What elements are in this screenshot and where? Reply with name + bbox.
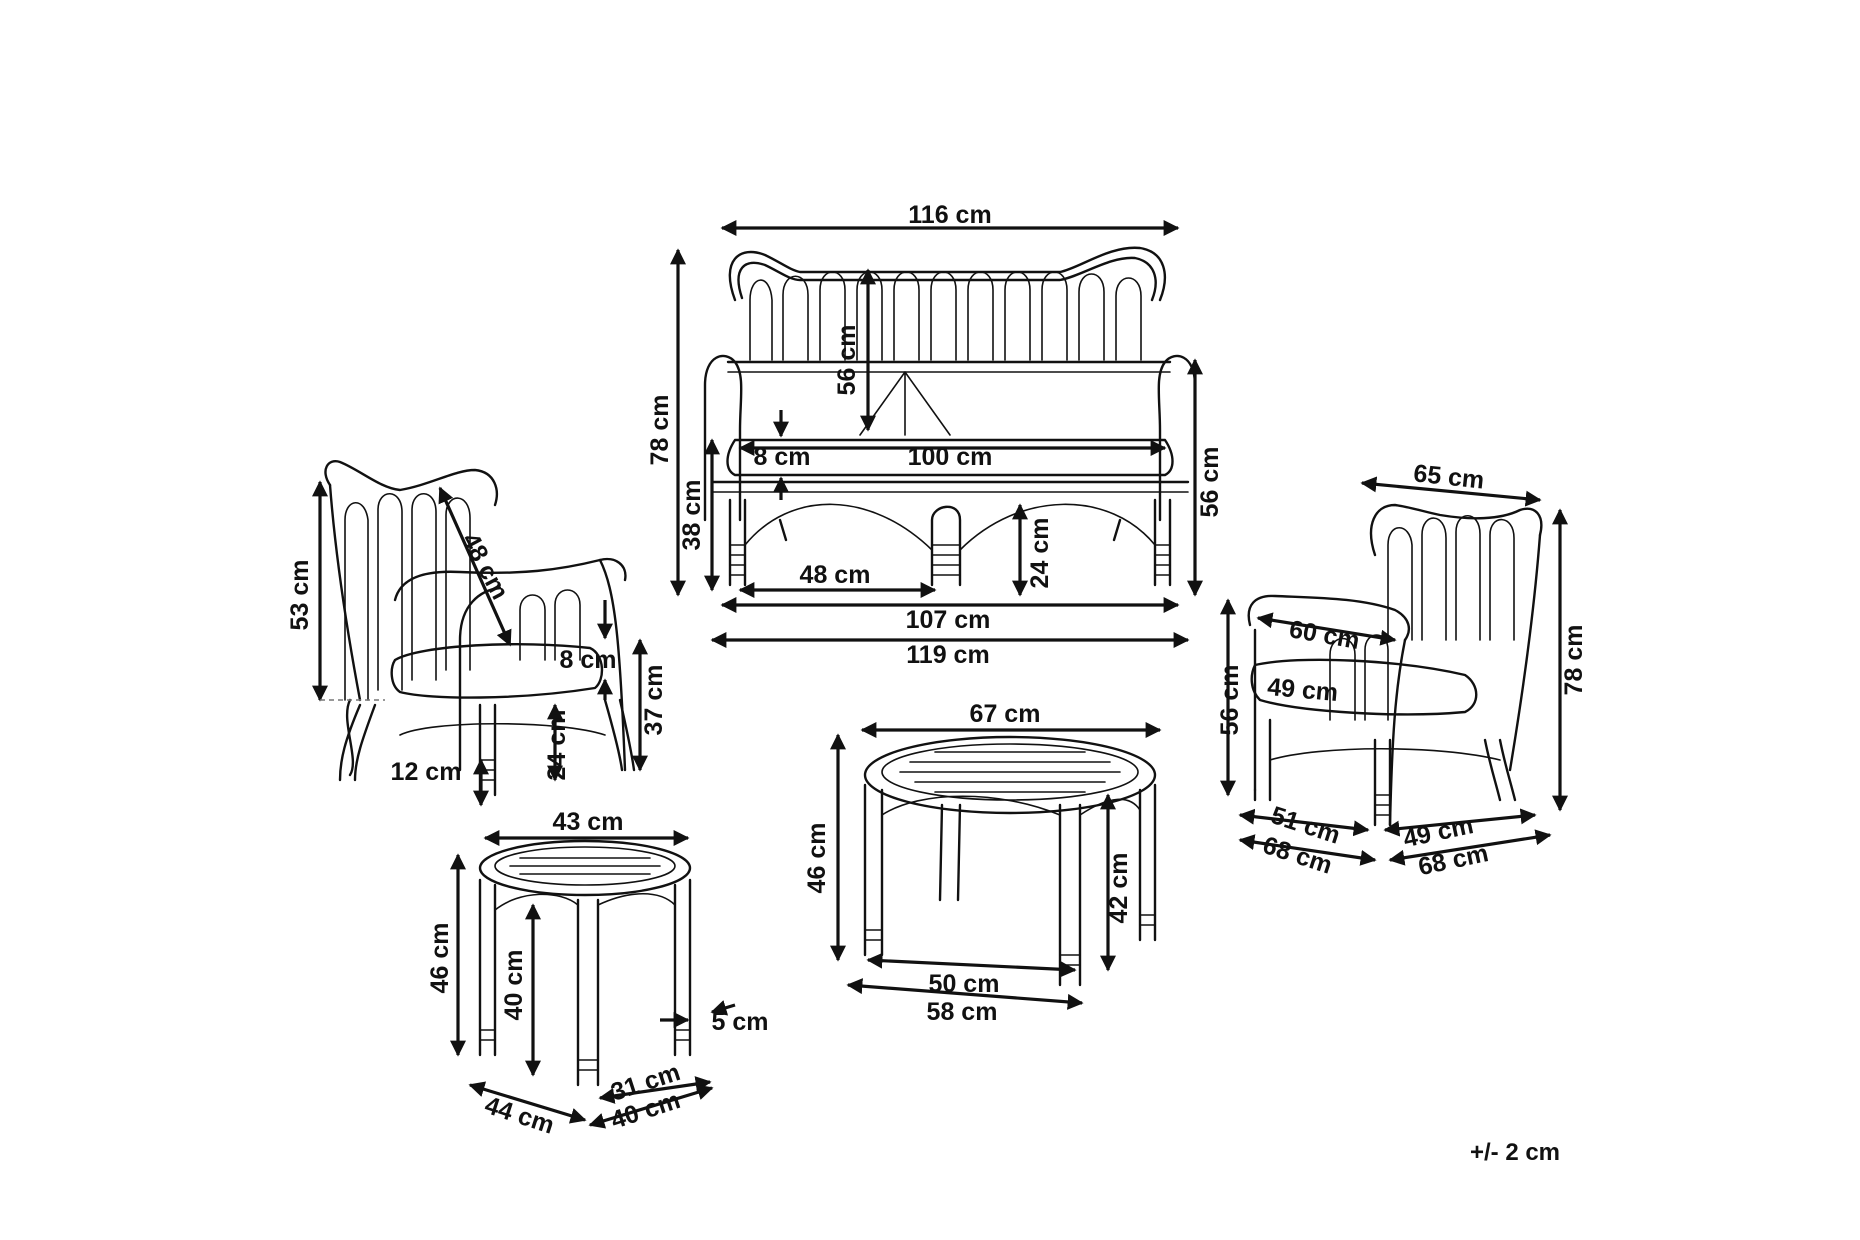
sofa-width-total-label: 119 cm — [906, 641, 989, 669]
side-table-top-width-label: 43 cm — [553, 808, 624, 836]
coffee-table-base-inner-arrow — [866, 952, 1077, 978]
side-table-leg-label: 5 cm — [712, 1008, 769, 1036]
coffee-table-labels: 67 cm 46 cm 42 cm 50 cm 58 cm — [803, 700, 1133, 1026]
sofa-cushion-label: 8 cm — [754, 443, 811, 471]
dimension-lines — [312, 220, 1568, 1129]
sofa-clearance-label: 24 cm — [1026, 518, 1054, 589]
sofa-seat-height-label: 38 cm — [678, 480, 706, 551]
right-chair-arm-height-label: 56 cm — [1216, 665, 1244, 736]
side-table-base-depth-arrow — [468, 1081, 587, 1124]
coffee-table-height-label: 46 cm — [803, 823, 831, 894]
right-chair-base-width-arrow — [1388, 829, 1552, 866]
sofa-seat-depth-label: 48 cm — [800, 561, 871, 589]
sofa-seat-width-label: 100 cm — [908, 443, 993, 471]
left-chair-diagonal-arrow — [438, 486, 512, 647]
sofa-height-total-label: 78 cm — [646, 395, 674, 466]
coffee-table-inner-height-label: 42 cm — [1105, 853, 1133, 924]
left-chair-seat-height-label: 37 cm — [640, 665, 668, 736]
right-chair-seat-width-label: 60 cm — [1287, 615, 1362, 655]
left-chair-diagonal-label: 48 cm — [456, 528, 514, 604]
left-armchair-labels: 53 cm 48 cm 8 cm 37 cm 24 cm 12 cm — [286, 528, 668, 786]
sofa-back-height-label: 56 cm — [833, 325, 861, 396]
right-chair-top-width-arrow — [1360, 476, 1542, 507]
right-chair-base-depth-arrow — [1238, 834, 1377, 866]
sofa-drawing — [703, 246, 1197, 587]
side-table-height-label: 46 cm — [426, 923, 454, 994]
coffee-table-top-width-label: 67 cm — [970, 700, 1041, 728]
sofa-labels: 116 cm 78 cm 56 cm 8 cm 100 cm 38 cm 56 … — [646, 201, 1224, 669]
side-table-inner-height-label: 40 cm — [500, 950, 528, 1021]
right-chair-base-depth-inner-arrow — [1238, 808, 1370, 837]
side-table-base-width-arrow — [588, 1084, 714, 1129]
right-armchair-drawing — [1247, 503, 1543, 827]
left-chair-cushion-label: 8 cm — [560, 646, 617, 674]
left-chair-clearance-label: 24 cm — [543, 710, 571, 781]
side-table-leg-arrow-b — [710, 1000, 736, 1016]
coffee-table-base-width-label: 58 cm — [927, 998, 998, 1026]
tolerance-note: +/- 2 cm — [1470, 1139, 1560, 1166]
coffee-table-drawing — [863, 735, 1157, 987]
sofa-width-inner-label: 107 cm — [906, 606, 991, 634]
right-chair-seat-depth-label: 49 cm — [1266, 673, 1339, 707]
coffee-table-base-inner-label: 50 cm — [929, 970, 1000, 998]
side-table-drawing — [478, 839, 692, 1087]
sofa-width-back-label: 116 cm — [908, 201, 991, 229]
right-armchair-labels: 65 cm 60 cm 49 cm 56 cm 78 cm 51 cm 68 c… — [1216, 459, 1588, 881]
left-chair-back-height-label: 53 cm — [286, 560, 314, 631]
right-chair-height-total-label: 78 cm — [1560, 625, 1588, 696]
right-chair-seat-width-arrow — [1256, 612, 1397, 646]
right-chair-base-width-inner-arrow — [1383, 808, 1537, 837]
sofa-arm-height-label: 56 cm — [1196, 447, 1224, 518]
left-chair-foot-label: 12 cm — [391, 758, 462, 786]
left-armchair-drawing — [324, 460, 636, 797]
coffee-table-base-width-arrow — [846, 978, 1084, 1010]
